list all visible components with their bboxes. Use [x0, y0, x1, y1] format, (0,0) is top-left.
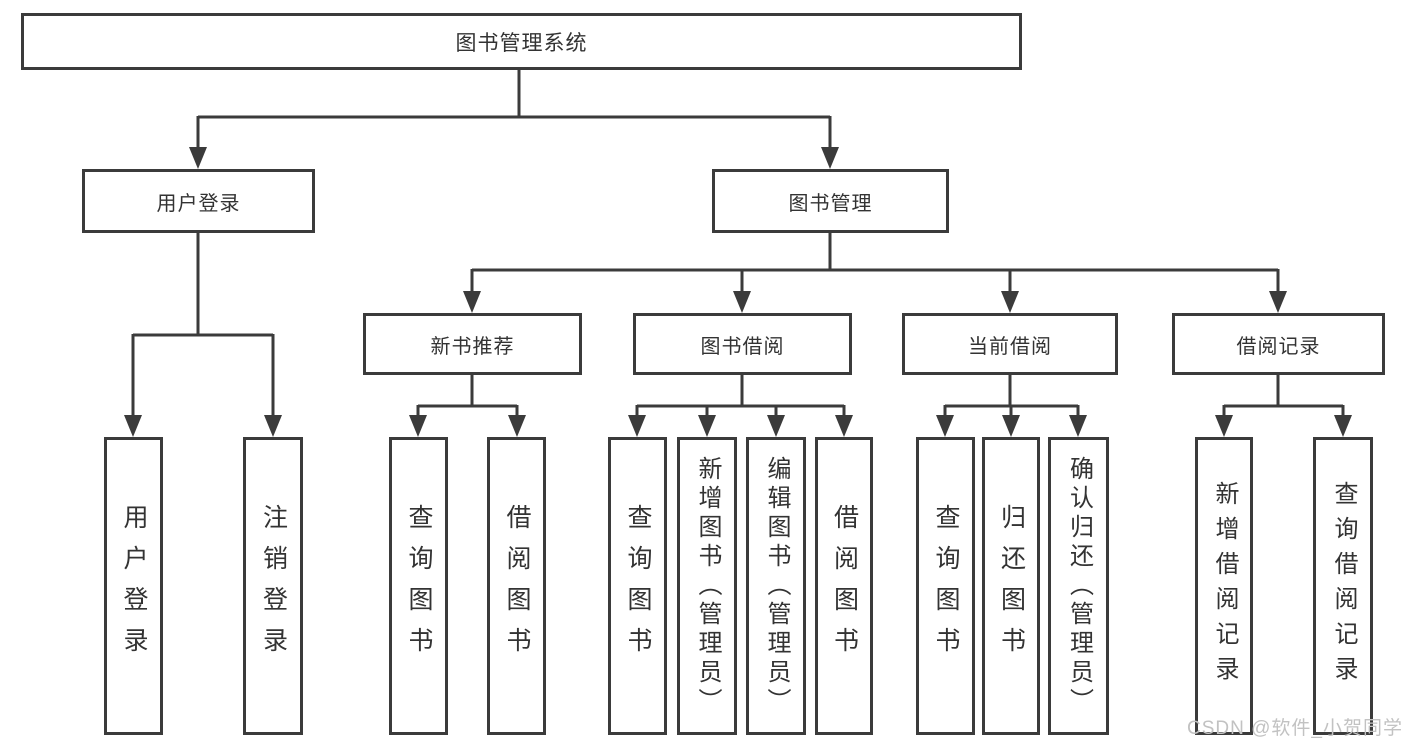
edge-newbooks-to-leaves	[416, 375, 519, 420]
arrowhead	[821, 147, 839, 169]
arrowhead	[698, 415, 716, 437]
edge-borrow-to-leaves	[635, 375, 846, 420]
leaf-add-borrow-record: 新增借阅记录	[1195, 437, 1253, 735]
arrowhead	[1002, 415, 1020, 437]
node-book-management: 图书管理	[712, 169, 949, 233]
arrowhead	[1334, 415, 1352, 437]
arrowhead	[409, 415, 427, 437]
arrowhead	[189, 147, 207, 169]
node-new-book-recommend: 新书推荐	[363, 313, 582, 375]
leaf-query-books-1: 查询图书	[389, 437, 448, 735]
arrowhead	[1069, 415, 1087, 437]
arrowhead	[463, 291, 481, 313]
leaf-query-books-3: 查询图书	[916, 437, 975, 735]
arrowhead	[767, 415, 785, 437]
arrowhead	[936, 415, 954, 437]
arrowhead	[124, 415, 142, 437]
leaf-add-books-admin: 新增图书（管理员）	[677, 437, 737, 735]
leaf-borrow-books-2: 借阅图书	[815, 437, 873, 735]
csdn-watermark: CSDN @软件_小贺同学	[1187, 718, 1403, 739]
leaf-return-books: 归还图书	[982, 437, 1040, 735]
arrowhead	[835, 415, 853, 437]
leaf-logout: 注销登录	[243, 437, 303, 735]
arrowhead	[1269, 291, 1287, 313]
leaf-edit-books-admin: 编辑图书（管理员）	[746, 437, 806, 735]
edge-current-to-leaves	[943, 375, 1080, 420]
edge-root-to-level2	[196, 69, 832, 152]
arrowhead	[1001, 291, 1019, 313]
edge-bookmgmt-to-level3	[470, 233, 1280, 296]
arrowhead	[628, 415, 646, 437]
arrowhead	[733, 291, 751, 313]
arrowhead	[264, 415, 282, 437]
edge-records-to-leaves	[1222, 375, 1345, 420]
node-root-library-system: 图书管理系统	[21, 13, 1022, 70]
node-current-borrowing: 当前借阅	[902, 313, 1118, 375]
arrowhead	[508, 415, 526, 437]
leaf-query-borrow-record: 查询借阅记录	[1313, 437, 1373, 735]
leaf-borrow-books-1: 借阅图书	[487, 437, 546, 735]
leaf-user-login: 用户登录	[104, 437, 163, 735]
node-user-login: 用户登录	[82, 169, 315, 233]
arrowhead	[1215, 415, 1233, 437]
leaf-confirm-return-admin: 确认归还（管理员）	[1048, 437, 1109, 735]
edge-userlogin-to-leaves	[131, 233, 275, 420]
node-book-borrowing: 图书借阅	[633, 313, 852, 375]
node-borrowing-records: 借阅记录	[1172, 313, 1385, 375]
leaf-query-books-2: 查询图书	[608, 437, 667, 735]
